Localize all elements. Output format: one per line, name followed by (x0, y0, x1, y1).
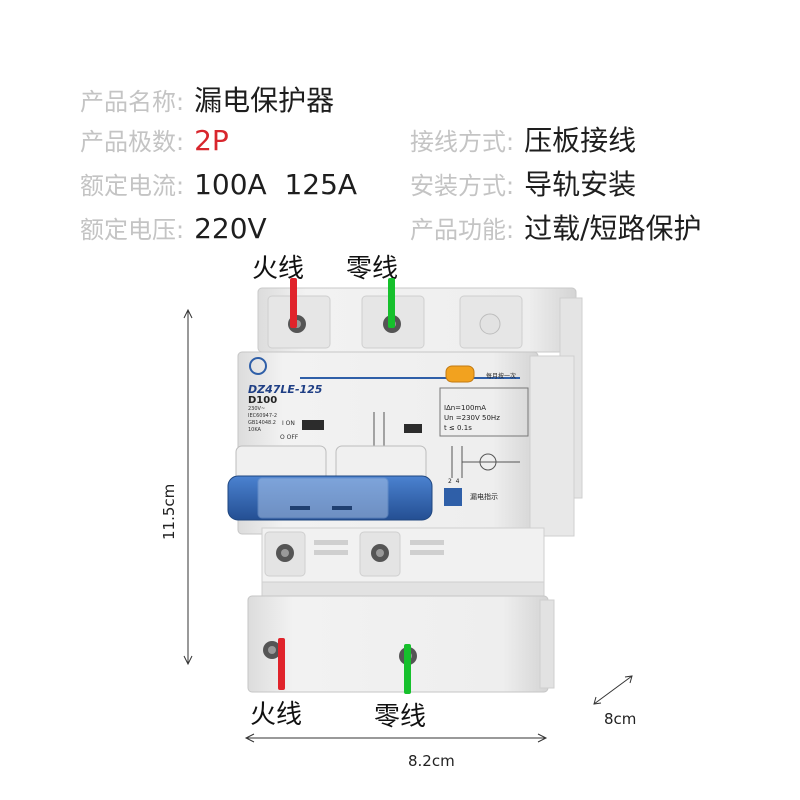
bottom-live-stripe (278, 638, 285, 690)
breaking-capacity: 10KA (248, 427, 261, 433)
spec-label: 产品名称: (80, 88, 185, 116)
leakage-indicator-label: 漏电指示 (470, 493, 498, 501)
top-neutral-stripe (388, 278, 395, 328)
height-dimension-label: 11.5cm (160, 483, 178, 540)
toggle-handles[interactable] (227, 445, 433, 521)
width-dimension-label: 8.2cm (408, 752, 455, 770)
top-terminal-block (257, 287, 583, 499)
spec-current: 额定电流: 100A 125A (80, 168, 357, 203)
spec-label: 接线方式: (410, 128, 515, 156)
spec-label: 产品极数: (80, 128, 185, 156)
dimension-lines (183, 308, 633, 743)
off-label: O OFF (280, 434, 299, 441)
spec-label: 额定电压: (80, 216, 185, 244)
model-label: DZ47LE-125 (248, 383, 323, 396)
spec-wiring: 接线方式: 压板接线 (410, 124, 636, 159)
depth-dimension-label: 8cm (604, 710, 637, 728)
spec-value: 100A 125A (194, 168, 358, 201)
test-hint: 每月按一次 (486, 373, 517, 380)
on-label: I ON (282, 420, 295, 427)
spec-label: 额定电流: (80, 172, 185, 200)
spec-value: 压板接线 (524, 124, 637, 157)
spec-value: 漏电保护器 (194, 84, 335, 117)
voltage-rating-label: Un =230V 50Hz (444, 414, 500, 422)
standard-1: IEC60947-2 (248, 413, 278, 419)
spec-product-name: 产品名称: 漏电保护器 (80, 84, 334, 119)
standard-2: GB14048.2 (248, 420, 276, 426)
bottom-neutral-stripe (404, 644, 411, 694)
spec-value: 2P (194, 124, 229, 157)
spec-label: 安装方式: (410, 172, 515, 200)
trip-current-label: I∆n=100mA (444, 404, 487, 412)
top-live-stripe (290, 278, 297, 328)
middle-terminal-band (261, 527, 545, 597)
spec-install: 安装方式: 导轨安装 (410, 168, 636, 203)
terminal-numbers: 2 4 (448, 478, 460, 485)
spec-value: 导轨安装 (524, 168, 637, 201)
leakage-module (247, 595, 555, 693)
bottom-neutral-label: 零线 (374, 702, 427, 732)
spec-voltage: 额定电压: 220V (80, 212, 267, 247)
trip-time-label: t ≤ 0.1s (444, 424, 472, 432)
spec-function: 产品功能: 过载/短路保护 (410, 212, 702, 247)
spec-value: 过载/短路保护 (524, 212, 702, 245)
spec-poles: 产品极数: 2P (80, 124, 229, 159)
spec-value: 220V (194, 212, 267, 245)
rating-label: 230V~ (248, 406, 266, 412)
curve-label: D100 (248, 395, 278, 406)
bottom-live-label: 火线 (250, 700, 303, 730)
spec-label: 产品功能: (410, 216, 515, 244)
